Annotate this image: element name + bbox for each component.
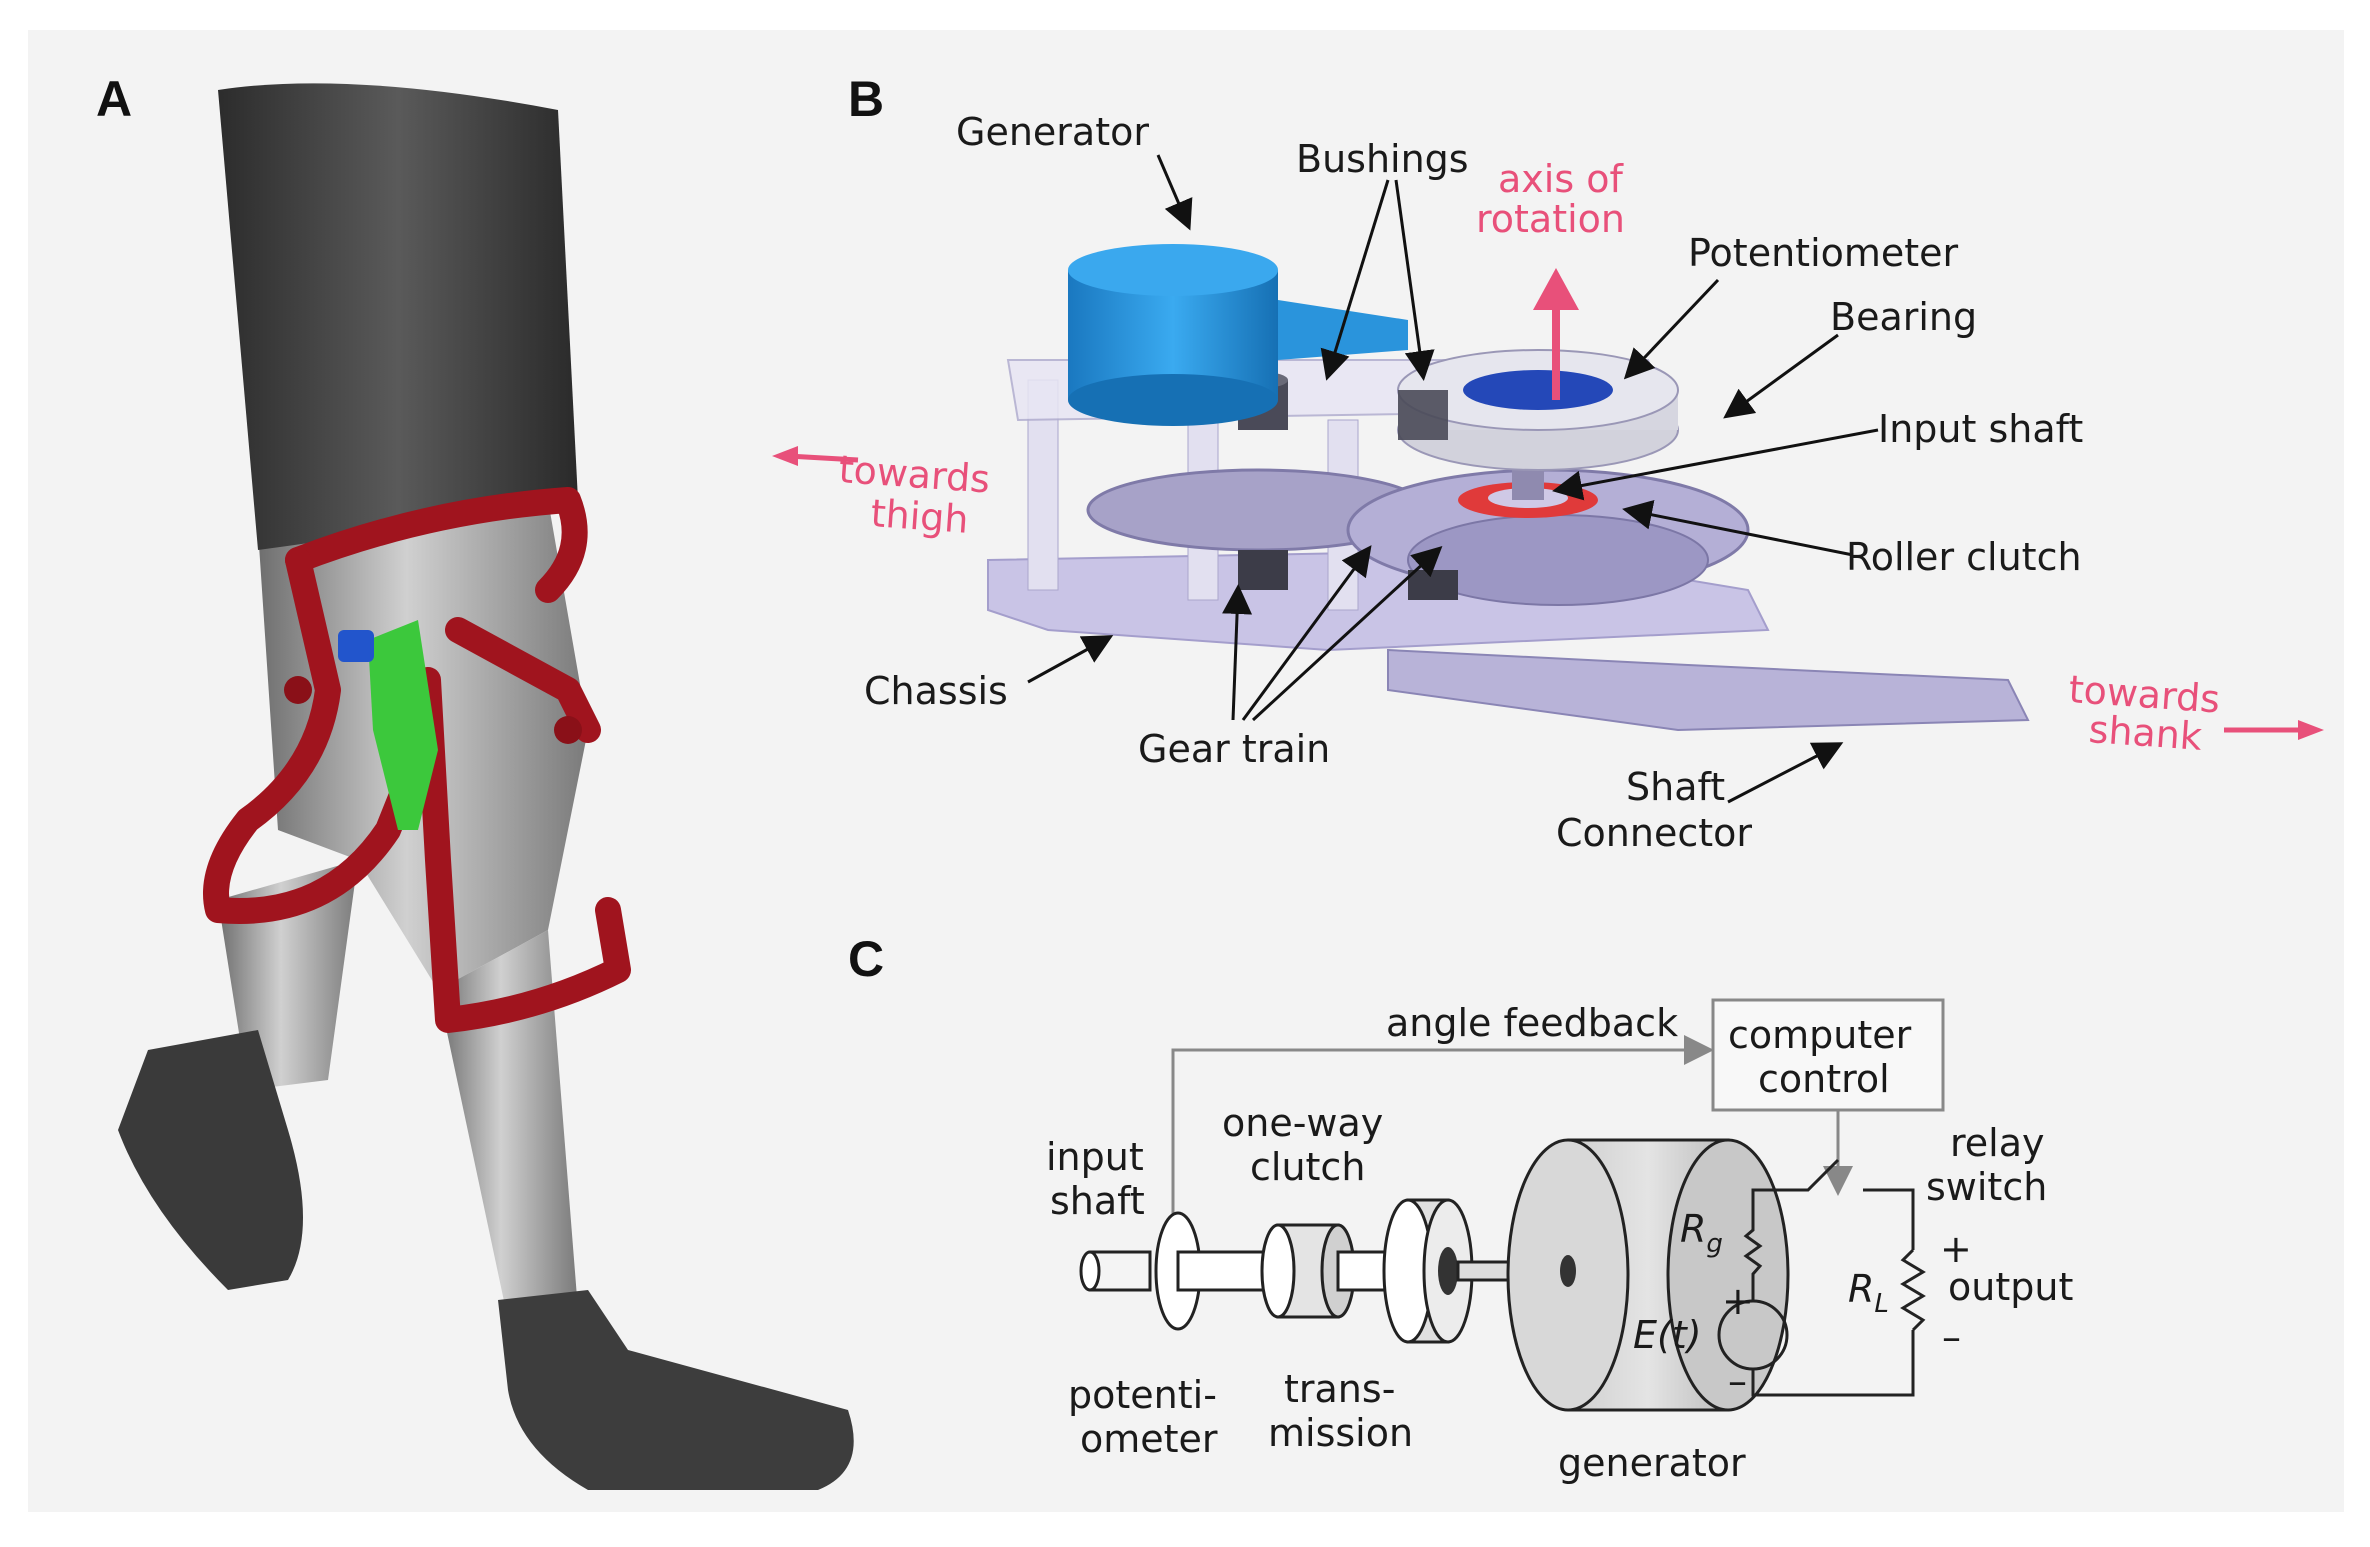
shaft-connector xyxy=(1387,648,2030,732)
label-towards-shank-1: towards xyxy=(2067,667,2221,721)
label-poten-2: ometer xyxy=(1080,1417,1218,1461)
label-angle-feedback: angle feedback xyxy=(1386,1001,1678,1045)
label-generator-c: generator xyxy=(1558,1441,1746,1485)
label-gen-plus: + xyxy=(1722,1279,1754,1323)
label-oneway-2: clutch xyxy=(1250,1145,1365,1189)
panel-b-leaders xyxy=(1027,154,1879,804)
panel-label-a: A xyxy=(96,71,132,127)
shorts xyxy=(218,83,578,551)
label-gear-train: Gear train xyxy=(1138,727,1330,771)
label-input-1: input xyxy=(1046,1135,1144,1179)
label-axis-line1: axis of xyxy=(1498,157,1624,201)
label-out-minus: – xyxy=(1942,1315,1961,1359)
towards-thigh-arrow xyxy=(787,453,859,463)
panel-a-leg-illustration xyxy=(118,83,854,1490)
label-shaft-connector-1: Shaft xyxy=(1626,765,1725,809)
label-rg: Rg xyxy=(1680,1207,1723,1259)
label-out-plus: + xyxy=(1940,1227,1972,1271)
label-axis-line2: rotation xyxy=(1476,197,1625,241)
front-shoe xyxy=(498,1290,854,1490)
panel-label-c: C xyxy=(848,931,884,987)
figure-canvas: A B C xyxy=(28,30,2344,1512)
label-input-shaft: Input shaft xyxy=(1878,407,2083,451)
label-trans-2: mission xyxy=(1268,1411,1413,1455)
label-input-2: shaft xyxy=(1050,1179,1145,1223)
harvester-device xyxy=(368,620,438,830)
figure-svg: A B C xyxy=(96,71,2324,1490)
label-computer-1: computer xyxy=(1728,1013,1912,1057)
label-relay-2: switch xyxy=(1926,1165,2047,1209)
label-potentiometer: Potentiometer xyxy=(1688,231,1959,275)
label-et: E(t) xyxy=(1633,1313,1702,1357)
potentiometer-disc xyxy=(1463,370,1613,410)
label-generator: Generator xyxy=(956,110,1149,154)
label-bushings: Bushings xyxy=(1296,137,1469,181)
label-computer-2: control xyxy=(1758,1057,1890,1101)
label-poten-1: potenti- xyxy=(1068,1373,1217,1417)
label-output: output xyxy=(1948,1265,2073,1309)
computer-control-box xyxy=(1711,998,1945,1112)
label-gen-minus: – xyxy=(1728,1359,1747,1403)
label-chassis: Chassis xyxy=(864,669,1008,713)
label-bearing: Bearing xyxy=(1830,295,1977,339)
label-towards-shank-2: shank xyxy=(2087,707,2203,759)
label-oneway-1: one-way xyxy=(1222,1101,1383,1145)
device-generator-blue xyxy=(338,630,374,662)
label-rl: RL xyxy=(1848,1267,1889,1319)
back-shoe xyxy=(118,1030,303,1290)
panel-label-b: B xyxy=(848,71,884,127)
panel-b-mechanism xyxy=(987,244,2030,732)
label-trans-1: trans- xyxy=(1284,1367,1395,1411)
label-relay-1: relay xyxy=(1950,1121,2045,1165)
label-shaft-connector-2: Connector xyxy=(1556,811,1752,855)
label-towards-thigh-2: thigh xyxy=(869,491,970,542)
knee-brace xyxy=(203,487,631,1033)
label-towards-thigh-1: towards xyxy=(837,447,991,501)
label-roller-clutch: Roller clutch xyxy=(1846,535,2082,579)
panel-c-schematic xyxy=(1079,998,1945,1412)
